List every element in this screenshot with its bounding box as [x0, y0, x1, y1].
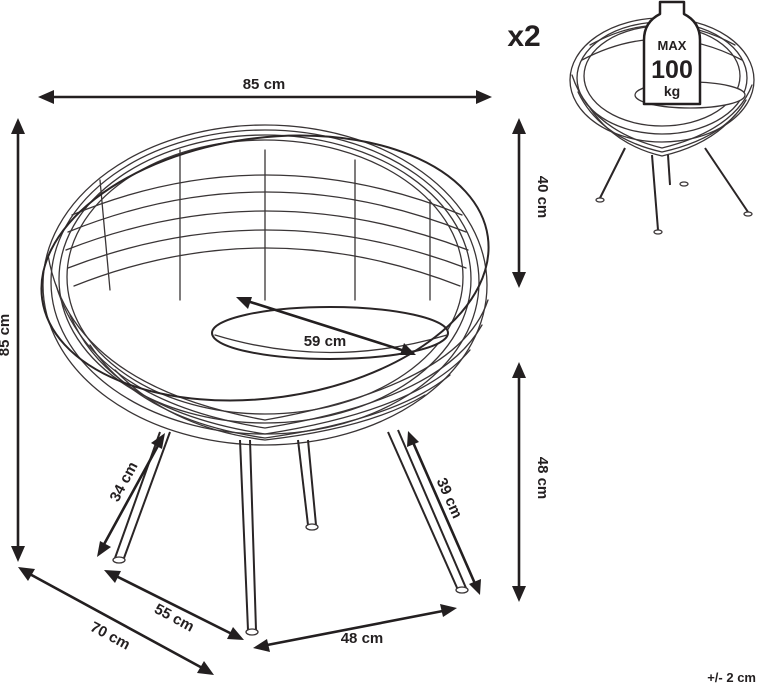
max-load-line3: kg: [664, 83, 680, 99]
dimension-leg-length-front: 39 cm: [407, 431, 481, 595]
leg-span-front-label: 48 cm: [341, 630, 384, 647]
max-load-line1: MAX: [658, 38, 687, 53]
max-load-line2: 100: [651, 56, 693, 84]
max-load-badge: MAX 100 kg: [642, 0, 702, 106]
dimension-backrest-height: 40 cm: [512, 118, 551, 288]
chair-legs: [112, 429, 469, 636]
dimension-height: 85 cm: [0, 118, 25, 562]
seat-height-label: 48 cm: [534, 457, 551, 500]
dimension-seat-height: 48 cm: [512, 362, 551, 602]
seat-diameter-label: 59 cm: [304, 333, 347, 350]
dimension-leg-span-front: 48 cm: [253, 604, 457, 652]
width-label: 85 cm: [243, 76, 286, 93]
backrest-height-label: 40 cm: [534, 176, 551, 219]
height-label: 85 cm: [0, 314, 13, 357]
dimension-seat-diameter: 59 cm: [236, 297, 416, 355]
depth-label: 70 cm: [87, 619, 133, 654]
dimension-width: 85 cm: [38, 76, 492, 104]
tolerance-note: +/- 2 cm: [707, 670, 756, 685]
quantity-label: x2: [507, 20, 540, 53]
main-chair-illustration: [40, 124, 490, 636]
dimension-leg-span-side: 55 cm: [104, 570, 244, 640]
